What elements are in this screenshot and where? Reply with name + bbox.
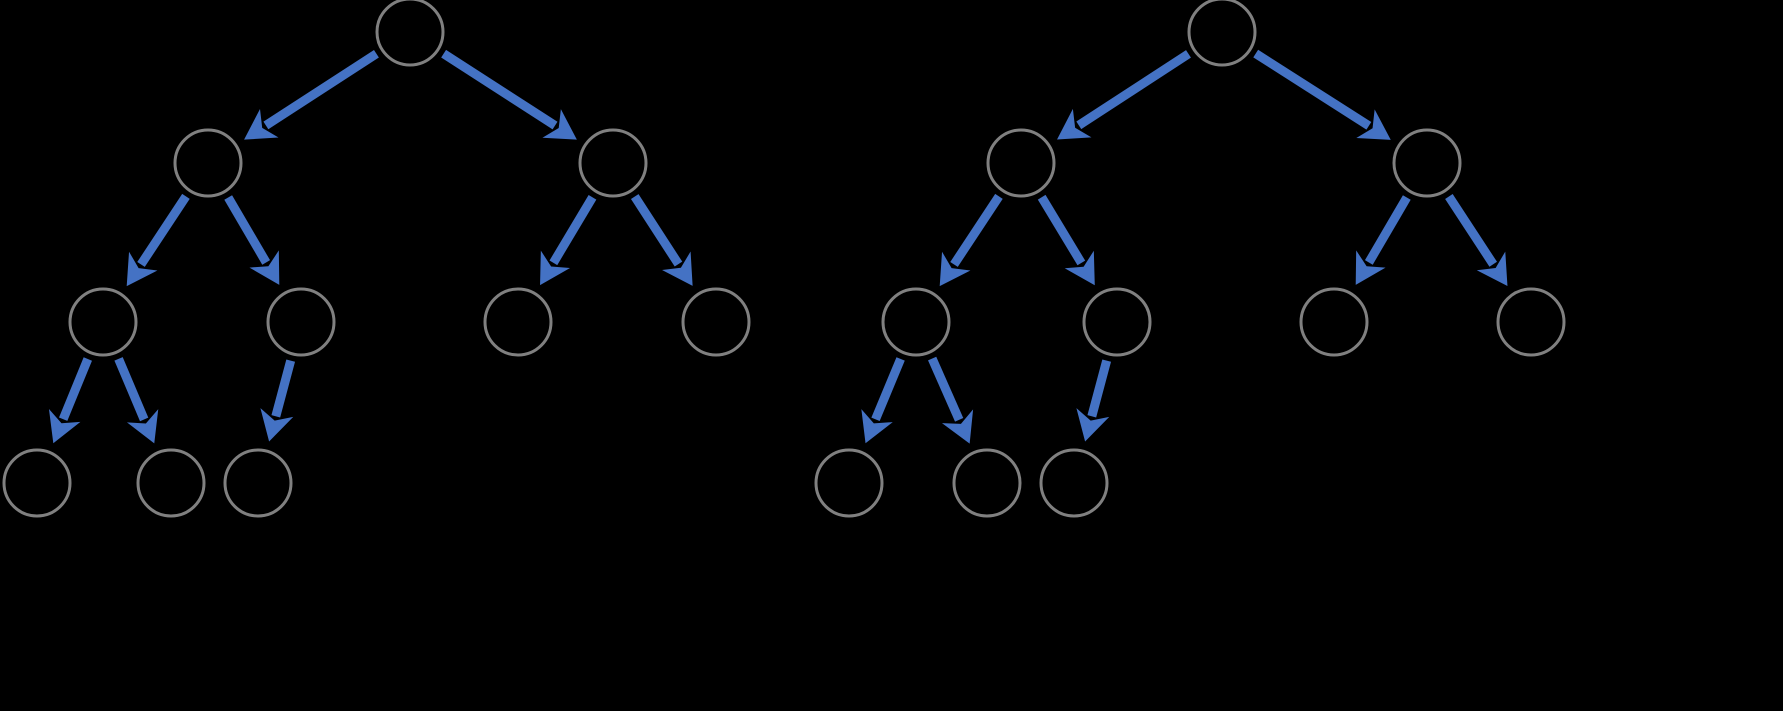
edge-arrowhead-icon: [126, 251, 158, 287]
tree-edge: [1253, 49, 1391, 140]
edge-arrowhead-icon: [1476, 251, 1508, 287]
edge-arrowhead-icon: [662, 251, 693, 286]
edge-arrowhead-icon: [542, 109, 577, 140]
edge-arrowhead-icon: [1355, 250, 1386, 285]
tree-edge: [939, 193, 1003, 287]
tree-node-circle[interactable]: [483, 287, 553, 357]
tree-node[interactable]: [578, 128, 648, 198]
edge-arrowhead-icon: [540, 250, 571, 286]
tree-edge: [441, 49, 577, 140]
tree-node-circle[interactable]: [814, 448, 884, 518]
edge-arrowhead-icon: [249, 250, 280, 285]
tree-node-circle[interactable]: [952, 448, 1022, 518]
edge-arrowhead-icon: [1057, 108, 1092, 140]
tree-node[interactable]: [1496, 287, 1566, 357]
tree-node-circle[interactable]: [2, 448, 72, 518]
tree-node[interactable]: [1392, 128, 1462, 198]
edge-arrowhead-icon: [260, 408, 294, 442]
edge-arrowhead-icon: [941, 409, 974, 444]
tree-node[interactable]: [1082, 287, 1152, 357]
tree-edge: [1037, 194, 1095, 286]
tree-node-circle[interactable]: [68, 287, 138, 357]
tree-node-circle[interactable]: [136, 448, 206, 518]
edge-arrowhead-icon: [861, 409, 893, 444]
tree-node[interactable]: [681, 287, 751, 357]
tree-edge: [126, 193, 190, 287]
tree-node-circle[interactable]: [1496, 287, 1566, 357]
edge-arrowhead-icon: [1076, 408, 1110, 442]
tree-node[interactable]: [814, 448, 884, 518]
tree-node-circle[interactable]: [1187, 0, 1257, 67]
tree-node[interactable]: [1299, 287, 1369, 357]
tree-node-circle[interactable]: [1039, 448, 1109, 518]
edge-arrowhead-icon: [939, 251, 971, 287]
nodes-layer: [2, 0, 1566, 518]
tree-edge: [48, 357, 92, 444]
tree-node[interactable]: [266, 287, 336, 357]
tree-node-circle[interactable]: [1082, 287, 1152, 357]
tree-node[interactable]: [173, 128, 243, 198]
tree-edge: [244, 49, 379, 140]
tree-edge: [928, 356, 974, 444]
tree-node[interactable]: [881, 287, 951, 357]
tree-edge: [1445, 194, 1508, 287]
tree-node[interactable]: [375, 0, 445, 67]
tree-node-circle[interactable]: [1392, 128, 1462, 198]
edge-arrowhead-icon: [48, 409, 81, 444]
tree-edge: [114, 357, 159, 444]
tree-edge: [1076, 359, 1112, 442]
tree-node-circle[interactable]: [881, 287, 951, 357]
edge-arrowhead-icon: [244, 109, 279, 140]
edge-arrowhead-icon: [126, 409, 159, 444]
tree-edge: [630, 194, 693, 286]
edge-arrowhead-icon: [1356, 109, 1391, 140]
tree-node-circle[interactable]: [1299, 287, 1369, 357]
tree-node[interactable]: [1039, 448, 1109, 518]
tree-node-circle[interactable]: [681, 287, 751, 357]
tree-edge: [1355, 195, 1411, 285]
tree-node[interactable]: [483, 287, 553, 357]
tree-node-circle[interactable]: [223, 448, 293, 518]
edge-arrowhead-icon: [1064, 250, 1095, 286]
tree-node[interactable]: [2, 448, 72, 518]
tree-edge: [260, 359, 296, 442]
tree-node-circle[interactable]: [578, 128, 648, 198]
edges-layer: [48, 49, 1508, 444]
tree-node[interactable]: [986, 128, 1056, 198]
tree-node-circle[interactable]: [986, 128, 1056, 198]
tree-node[interactable]: [68, 287, 138, 357]
tree-node[interactable]: [952, 448, 1022, 518]
tree-node[interactable]: [1187, 0, 1257, 67]
tree-node-circle[interactable]: [173, 128, 243, 198]
tree-node[interactable]: [223, 448, 293, 518]
tree-node-circle[interactable]: [375, 0, 445, 67]
tree-edge: [1057, 50, 1191, 140]
tree-node[interactable]: [136, 448, 206, 518]
tree-node-circle[interactable]: [266, 287, 336, 357]
tree-edge: [861, 357, 905, 444]
tree-edge: [540, 195, 597, 286]
tree-edge: [224, 195, 280, 285]
